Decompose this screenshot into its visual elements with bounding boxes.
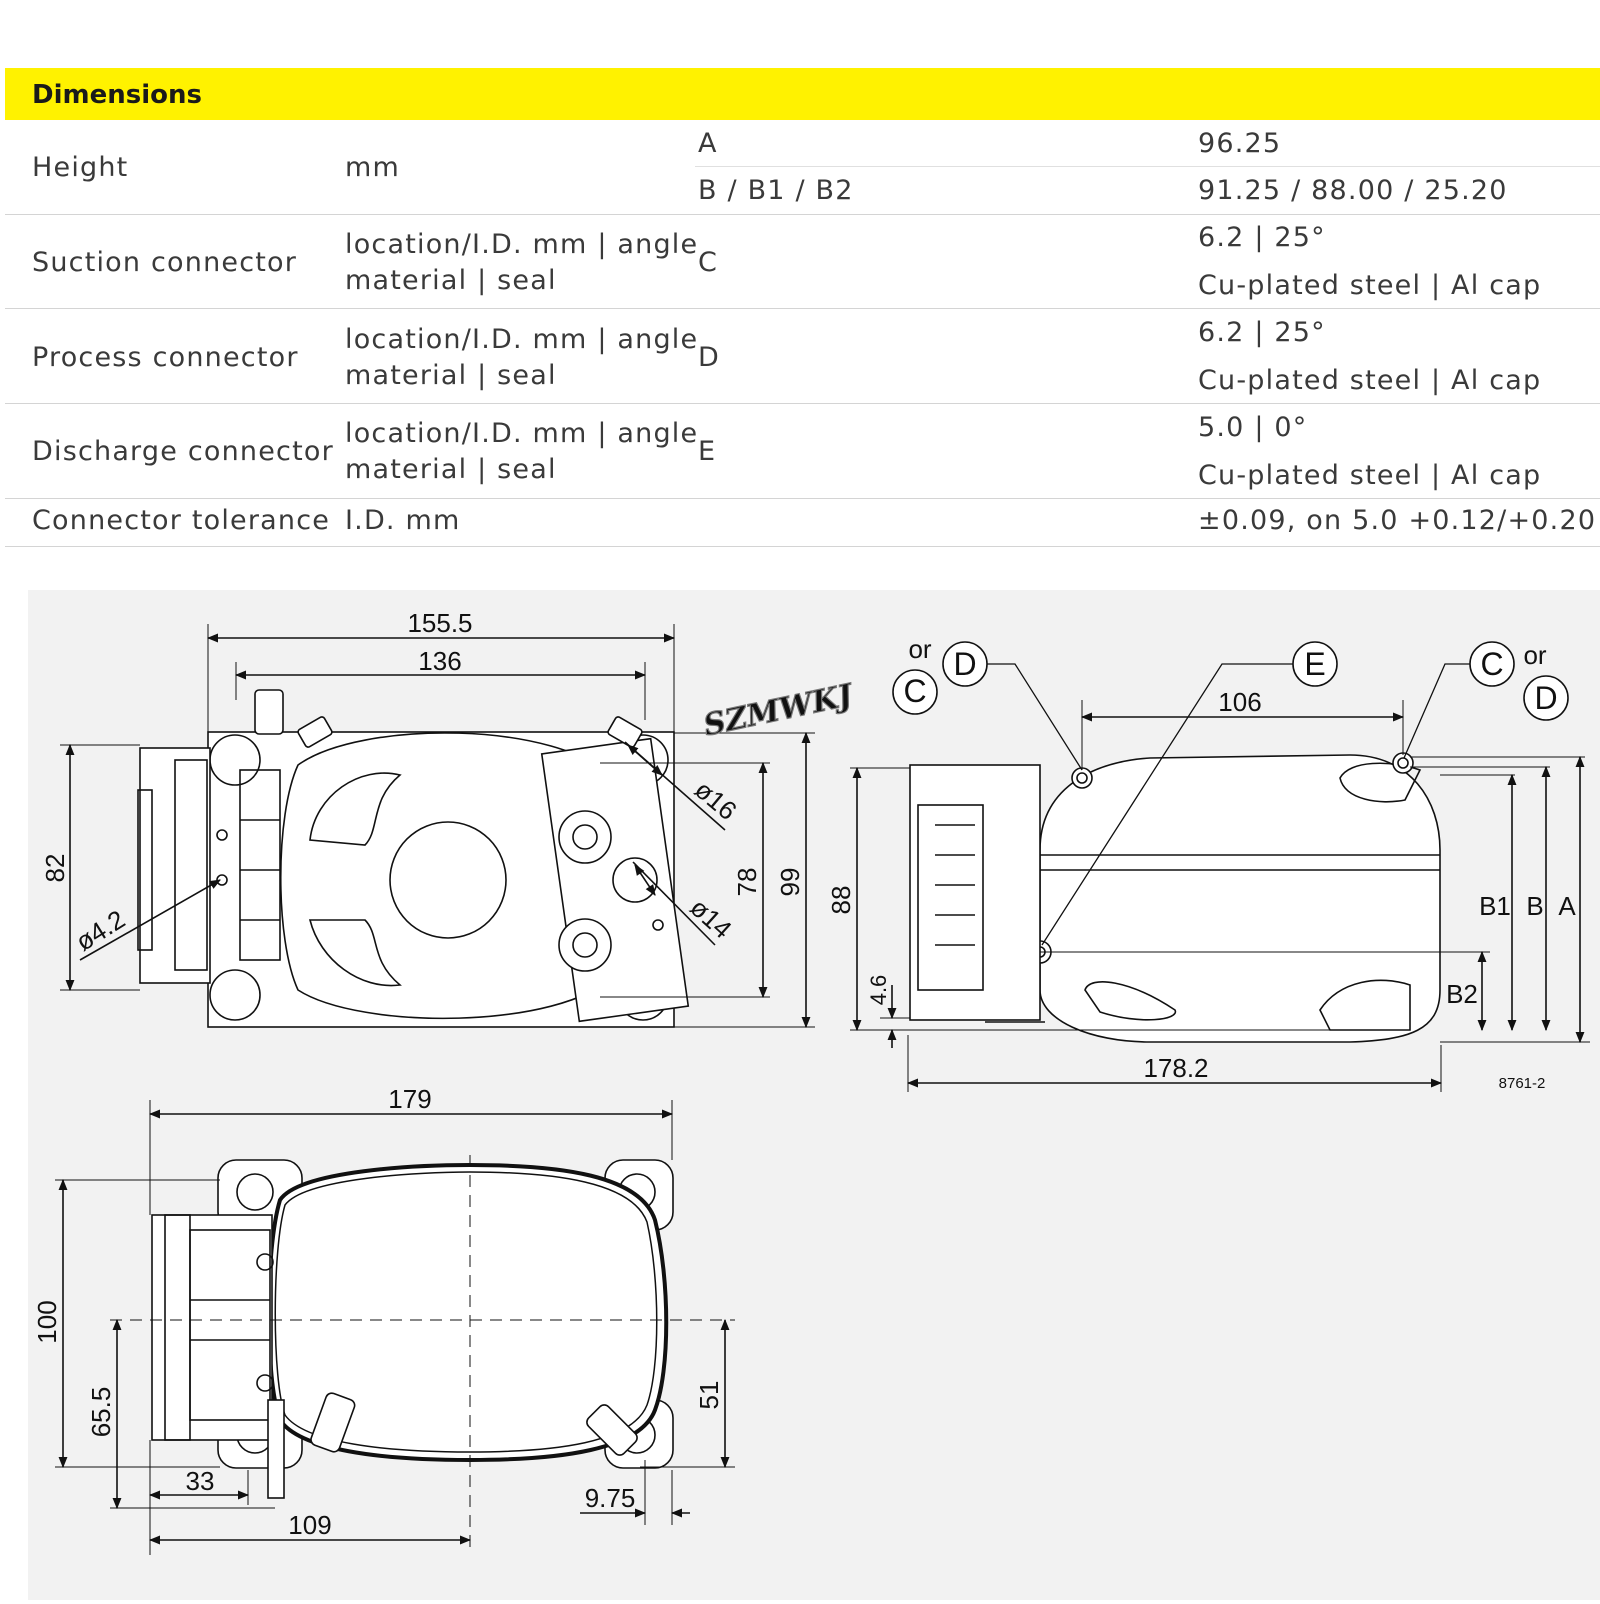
dim-178-2: 178.2: [1143, 1053, 1208, 1083]
row-key: B / B1 / B2: [698, 175, 854, 206]
label-or: or: [908, 634, 931, 664]
row-key: C: [698, 247, 719, 278]
dim-99: 99: [775, 868, 805, 897]
table-row-suction: Suction connector location/I.D. mm | ang…: [5, 215, 1600, 309]
row-value: Cu-plated steel | Al cap: [1198, 270, 1542, 301]
table-row-discharge: Discharge connector location/I.D. mm | a…: [5, 404, 1600, 499]
row-unit: material | seal: [345, 360, 557, 391]
dim-100: 100: [32, 1300, 62, 1343]
row-unit: material | seal: [345, 265, 557, 296]
row-label: Process connector: [32, 342, 299, 373]
top-view: [151, 1159, 674, 1499]
connector-label-d: D: [953, 646, 976, 682]
height-label-b: B: [1526, 891, 1543, 921]
connector-label-e: E: [1304, 646, 1325, 682]
dim-9-75: 9.75: [585, 1483, 636, 1513]
height-label-b2: B2: [1446, 979, 1478, 1009]
row-label: Discharge connector: [32, 436, 334, 467]
dim-82: 82: [40, 854, 70, 883]
dim-106: 106: [1218, 687, 1261, 717]
row-unit: mm: [345, 152, 401, 183]
row-unit: material | seal: [345, 454, 557, 485]
dim-136: 136: [418, 646, 461, 676]
dim-51: 51: [694, 1381, 724, 1410]
figure-id: 8761-2: [1499, 1075, 1546, 1092]
row-value: 6.2 | 25°: [1198, 317, 1326, 348]
connector-label-c: C: [1480, 646, 1503, 682]
side-view: [909, 752, 1441, 1043]
watermark: SZMWKJ: [701, 678, 857, 744]
row-label: Suction connector: [32, 247, 298, 278]
section-header: Dimensions: [5, 68, 1600, 120]
row-unit: location/I.D. mm | angle: [345, 324, 699, 355]
sub-row-divider: [695, 122, 1600, 167]
label-or: or: [1523, 640, 1546, 670]
table-row-process: Process connector location/I.D. mm | ang…: [5, 309, 1600, 404]
row-value: Cu-plated steel | Al cap: [1198, 460, 1542, 491]
table-row-tolerance: Connector tolerance I.D. mm ±0.09, on 5.…: [5, 499, 1600, 547]
row-key: D: [698, 342, 720, 373]
front-view: [137, 689, 690, 1028]
row-key: E: [698, 436, 717, 467]
height-label-a: A: [1558, 891, 1576, 921]
dim-hole-14: ø14: [684, 892, 737, 944]
row-unit: location/I.D. mm | angle: [345, 229, 699, 260]
row-value: 91.25 / 88.00 / 25.20: [1198, 175, 1508, 206]
dim-155-5: 155.5: [407, 608, 472, 638]
dim-4-6: 4.6: [866, 975, 891, 1006]
row-value: Cu-plated steel | Al cap: [1198, 365, 1542, 396]
row-unit: I.D. mm: [345, 505, 461, 536]
section-title: Dimensions: [32, 80, 202, 110]
height-label-b1: B1: [1479, 891, 1511, 921]
row-value: 96.25: [1198, 128, 1282, 159]
row-unit: location/I.D. mm | angle: [345, 418, 699, 449]
dim-109: 109: [288, 1510, 331, 1540]
drawing-canvas: 155.5 136 82 ø4.2 ø16 ø14 78 99 or C D E…: [32, 608, 1590, 1555]
dim-65-5: 65.5: [86, 1387, 116, 1438]
row-value: ±0.09, on 5.0 +0.12/+0.20: [1198, 505, 1597, 536]
row-label: Connector tolerance: [32, 505, 331, 536]
row-label: Height: [32, 152, 129, 183]
dim-78: 78: [732, 868, 762, 897]
dim-33: 33: [186, 1466, 215, 1496]
dim-88: 88: [826, 886, 856, 915]
connector-label-d: D: [1534, 680, 1557, 716]
row-key: A: [698, 128, 718, 159]
dim-179: 179: [388, 1084, 431, 1114]
row-value: 5.0 | 0°: [1198, 412, 1308, 443]
connector-label-c: C: [903, 673, 926, 709]
table-row-height: Height mm A 96.25 B / B1 / B2 91.25 / 88…: [5, 122, 1600, 215]
row-value: 6.2 | 25°: [1198, 222, 1326, 253]
technical-drawing: 155.5 136 82 ø4.2 ø16 ø14 78 99 or C D E…: [28, 590, 1600, 1600]
dim-hole-16: ø16: [689, 774, 743, 826]
